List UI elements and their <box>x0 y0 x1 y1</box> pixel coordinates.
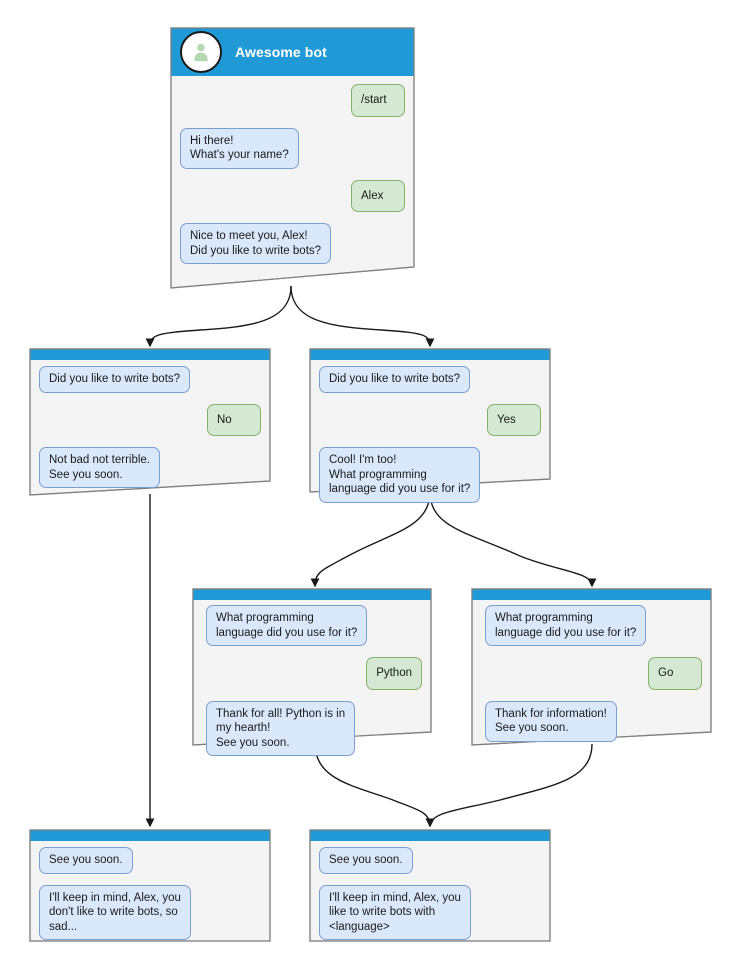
edge-go-to-end-happy <box>425 743 593 828</box>
bot-message-bubble[interactable]: Thank for information! See you soon. <box>485 700 617 742</box>
card-no-branch-chat: Did you like to write bots? No Not bad n… <box>29 360 271 498</box>
message-row: Did you like to write bots? <box>39 366 261 393</box>
bot-message-bubble[interactable]: Cool! I'm too! What programming language… <box>319 447 481 503</box>
card-no-branch-content: Did you like to write bots? No Not bad n… <box>29 348 271 498</box>
card-no-branch[interactable]: Did you like to write bots? No Not bad n… <box>29 348 271 496</box>
message-row: See you soon. <box>319 847 541 874</box>
message-row: I'll keep in mind, Alex, you don't like … <box>39 884 261 940</box>
card-root-chat: /start Hi there! What's your name? Alex … <box>170 76 415 274</box>
message-row: Python <box>206 657 422 690</box>
message-row: Go <box>485 657 702 690</box>
bot-message-bubble[interactable]: I'll keep in mind, Alex, you don't like … <box>39 884 191 940</box>
card-end-sad-chat: See you soon. I'll keep in mind, Alex, y… <box>29 841 271 950</box>
message-row: Did you like to write bots? <box>319 366 541 393</box>
user-message-bubble[interactable]: Go <box>648 657 702 690</box>
bot-message-bubble[interactable]: What programming language did you use fo… <box>485 605 647 646</box>
message-row: What programming language did you use fo… <box>206 605 422 646</box>
message-row: No <box>39 403 261 436</box>
message-row: What programming language did you use fo… <box>485 605 702 646</box>
bot-message-bubble[interactable]: Did you like to write bots? <box>39 366 191 393</box>
card-yes-branch[interactable]: Did you like to write bots? Yes Cool! I'… <box>309 348 551 503</box>
user-message-bubble[interactable]: No <box>207 403 261 436</box>
bot-message-bubble[interactable]: What programming language did you use fo… <box>206 605 368 646</box>
card-python-branch[interactable]: What programming language did you use fo… <box>192 588 432 756</box>
card-end-happy-content: See you soon. I'll keep in mind, Alex, y… <box>309 829 551 950</box>
card-root-titlebar: Awesome bot <box>170 27 415 76</box>
user-message-bubble[interactable]: Yes <box>487 403 541 436</box>
card-end-happy-chat: See you soon. I'll keep in mind, Alex, y… <box>309 841 551 950</box>
bot-message-bubble[interactable]: See you soon. <box>319 847 413 874</box>
message-row: See you soon. <box>39 847 261 874</box>
message-row: Alex <box>180 179 405 212</box>
edge-root-to-yes <box>290 285 435 348</box>
message-row: I'll keep in mind, Alex, you like to wri… <box>319 884 541 940</box>
message-row: Thank for all! Python is in my hearth! S… <box>206 700 422 756</box>
card-go-branch[interactable]: What programming language did you use fo… <box>471 588 712 746</box>
card-python-branch-chat: What programming language did you use fo… <box>192 599 432 766</box>
card-go-branch-chat: What programming language did you use fo… <box>471 599 712 752</box>
user-message-bubble[interactable]: Python <box>366 657 422 690</box>
user-message-bubble[interactable]: /start <box>351 84 405 117</box>
bot-message-bubble[interactable]: Thank for all! Python is in my hearth! S… <box>206 700 356 756</box>
message-row: Thank for information! See you soon. <box>485 700 702 742</box>
bot-message-bubble[interactable]: See you soon. <box>39 847 133 874</box>
bot-message-bubble[interactable]: Not bad not terrible. See you soon. <box>39 447 161 488</box>
card-python-branch-content: What programming language did you use fo… <box>192 588 432 766</box>
message-row: Not bad not terrible. See you soon. <box>39 447 261 488</box>
bot-message-bubble[interactable]: Nice to meet you, Alex! Did you like to … <box>180 223 332 264</box>
message-row: Nice to meet you, Alex! Did you like to … <box>180 223 405 264</box>
person-glyph <box>194 43 208 61</box>
card-yes-branch-content: Did you like to write bots? Yes Cool! I'… <box>309 348 551 513</box>
bot-message-bubble[interactable]: Hi there! What's your name? <box>180 127 299 169</box>
person-icon <box>180 30 222 73</box>
card-go-branch-content: What programming language did you use fo… <box>471 588 712 752</box>
card-yes-branch-chat: Did you like to write bots? Yes Cool! I'… <box>309 360 551 513</box>
message-row: /start <box>180 84 405 117</box>
bot-message-bubble[interactable]: I'll keep in mind, Alex, you like to wri… <box>319 884 471 940</box>
card-end-sad[interactable]: See you soon. I'll keep in mind, Alex, y… <box>29 829 271 942</box>
bot-message-bubble[interactable]: Did you like to write bots? <box>319 366 471 393</box>
user-message-bubble[interactable]: Alex <box>351 179 405 212</box>
card-root-title: Awesome bot <box>235 43 327 60</box>
message-row: Hi there! What's your name? <box>180 127 405 169</box>
card-root[interactable]: Awesome bot /start Hi there! What's your… <box>170 27 415 289</box>
card-root-content: Awesome bot /start Hi there! What's your… <box>170 27 415 274</box>
card-end-happy[interactable]: See you soon. I'll keep in mind, Alex, y… <box>309 829 551 942</box>
card-end-sad-content: See you soon. I'll keep in mind, Alex, y… <box>29 829 271 950</box>
edge-root-to-no <box>145 285 292 348</box>
message-row: Yes <box>319 403 541 436</box>
message-row: Cool! I'm too! What programming language… <box>319 447 541 503</box>
